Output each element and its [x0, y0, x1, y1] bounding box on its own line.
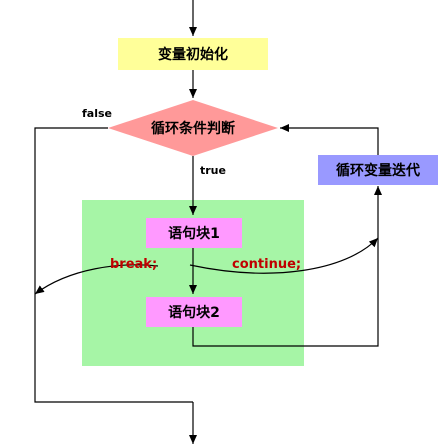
init-label: 变量初始化: [158, 46, 228, 63]
block2-to-iterate-line: [192, 186, 382, 347]
iterate-to-condition-line: [280, 124, 379, 155]
continue-jump-curve: [189, 237, 379, 274]
true-label: true: [200, 164, 226, 177]
continue-label: continue;: [232, 257, 301, 272]
block1-node: 语句块1: [146, 218, 242, 248]
iterate-label: 循环变量迭代: [336, 162, 420, 179]
block2-node: 语句块2: [146, 297, 242, 327]
break-label: break;: [110, 257, 157, 272]
block2-label: 语句块2: [168, 304, 220, 321]
false-exit-line: [34, 127, 193, 403]
break-jump-curve: [34, 264, 159, 295]
init-node: 变量初始化: [118, 38, 268, 70]
iterate-node: 循环变量迭代: [318, 155, 438, 185]
block1-label: 语句块1: [168, 225, 220, 242]
condition-label: 循环条件判断: [151, 120, 235, 137]
condition-node: 循环条件判断: [108, 100, 278, 156]
false-label: false: [82, 107, 112, 120]
